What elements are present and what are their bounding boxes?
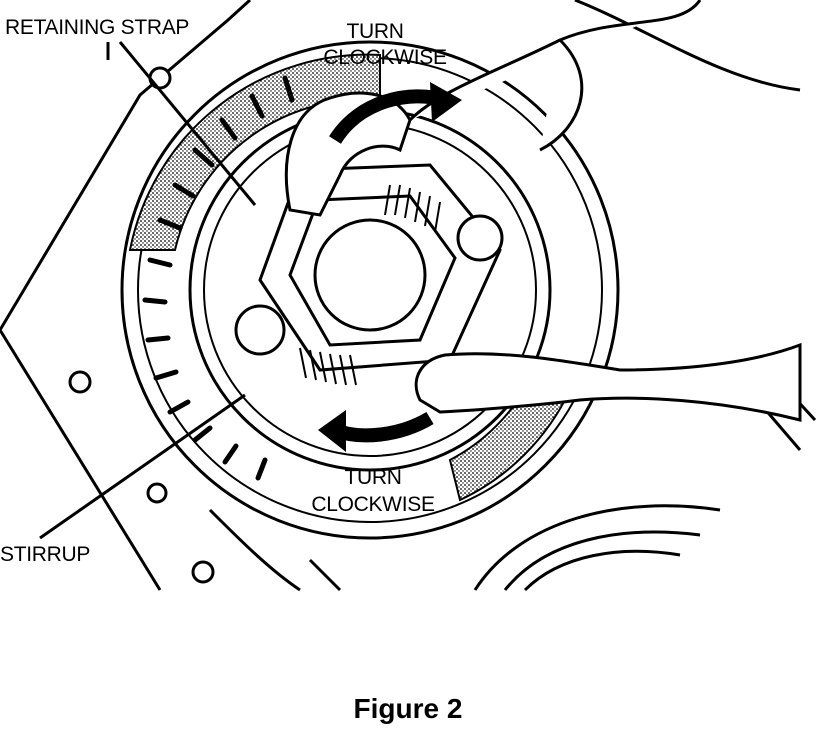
label-stirrup: STIRRUP bbox=[0, 543, 91, 566]
hand-top bbox=[284, 0, 702, 217]
label-turn-bottom: TURN bbox=[344, 466, 402, 489]
hand-bottom bbox=[414, 342, 802, 422]
label-clockwise-top: CLOCKWISE bbox=[323, 46, 447, 69]
figure-caption: Figure 2 bbox=[353, 693, 463, 724]
label-turn-top: TURN bbox=[346, 20, 404, 43]
arrow-bottom bbox=[318, 410, 434, 452]
label-retaining-strap: RETAINING STRAP bbox=[5, 16, 190, 39]
spring-coils bbox=[299, 184, 441, 386]
label-clockwise-bottom: CLOCKWISE bbox=[311, 493, 435, 516]
leader-lines bbox=[39, 41, 257, 540]
gear-teeth bbox=[142, 75, 295, 481]
housing-arcs bbox=[208, 504, 721, 592]
bolts bbox=[234, 214, 504, 356]
arrow-top bbox=[329, 82, 462, 144]
